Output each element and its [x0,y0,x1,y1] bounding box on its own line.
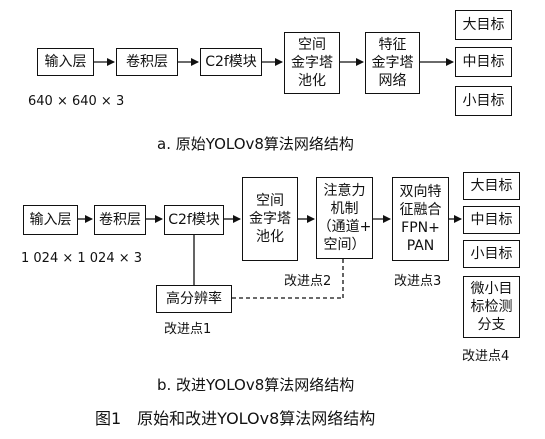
figure-caption: 图1 原始和改进YOLOv8算法网络结构 [95,409,376,428]
a-conv-layer-box: 卷积层 [116,48,178,76]
a-spp-box: 空间 金字塔 池化 [284,32,340,94]
b-c2f-module-box: C2f模块 [164,205,224,235]
a-output-small: 小目标 [455,86,512,116]
b-input-layer-box: 输入层 [23,205,78,235]
a-caption: a. 原始YOLOv8算法网络结构 [157,135,354,153]
improvement-point-4: 改进点4 [462,349,510,364]
a-input-size-label: 640 × 640 × 3 [28,94,125,109]
b-conv-layer-box: 卷积层 [94,205,146,235]
b-caption: b. 改进YOLOv8算法网络结构 [157,376,355,394]
b-high-res-box: 高分辨率 [156,285,232,313]
a-output-medium: 中目标 [455,47,512,77]
improvement-point-3: 改进点3 [394,274,442,289]
b-small-target-branch: 微小目 标检测 分支 [463,276,520,338]
b-input-size-label: 1 024 × 1 024 × 3 [21,251,143,266]
b-spp-box: 空间 金字塔 池化 [242,177,298,261]
b-bifpn-box: 双向特 征融合 FPN+ PAN [392,177,449,261]
improvement-point-2: 改进点2 [284,274,332,289]
b-output-small: 小目标 [463,240,520,268]
a-input-layer-box: 输入层 [37,48,94,76]
b-attention-box: 注意力 机制 （通道+ 空间） [316,177,373,259]
improvement-point-1: 改进点1 [164,322,212,337]
b-output-large: 大目标 [463,172,520,200]
a-c2f-module-box: C2f模块 [200,48,262,76]
b-output-medium: 中目标 [463,206,520,234]
a-feature-pyramid-box: 特征 金字塔 网络 [365,32,420,94]
a-output-large: 大目标 [455,10,512,40]
